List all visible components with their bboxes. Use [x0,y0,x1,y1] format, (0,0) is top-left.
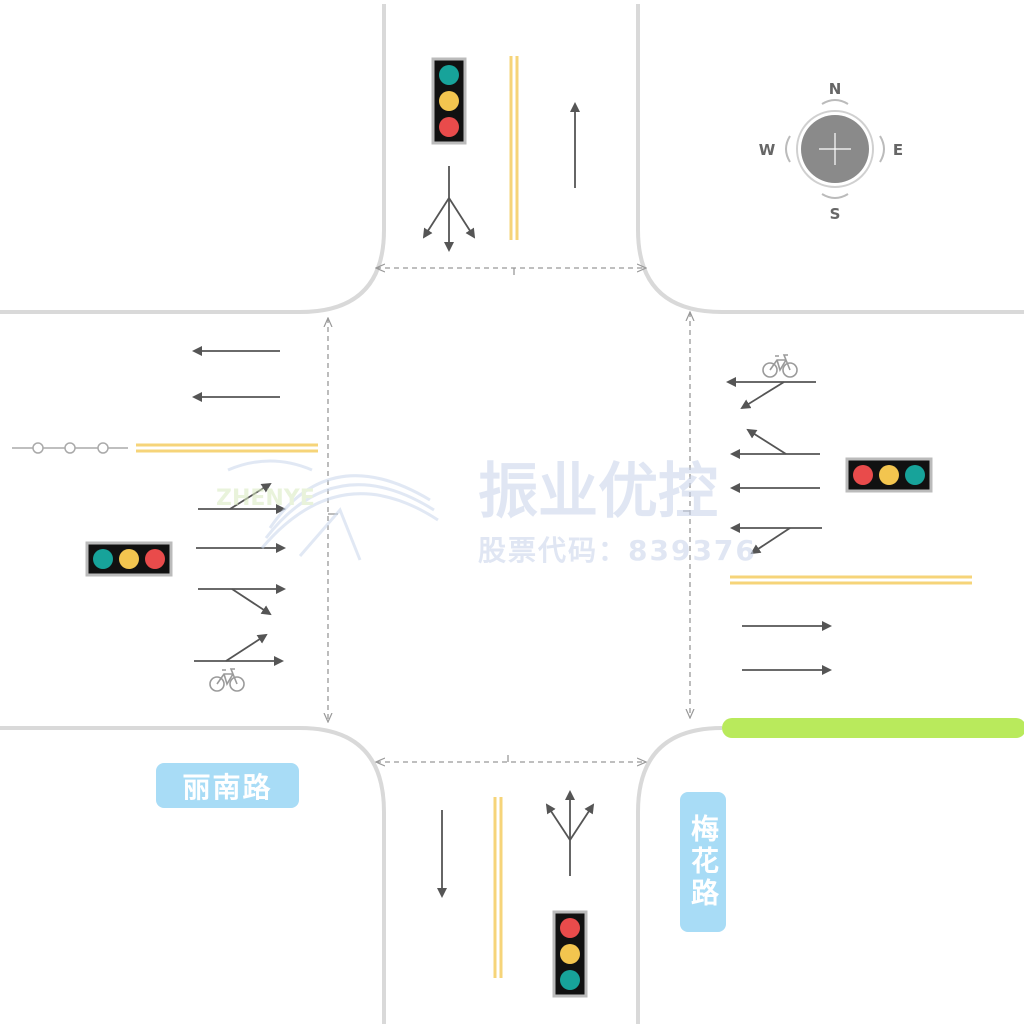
curb-northeast [636,4,1024,314]
arrow-west-lane-4 [194,633,284,666]
watermark-logo [227,459,439,561]
arrow-east-lane-1 [726,377,816,410]
center-lines [136,56,972,978]
road-label-meihua: 梅花路 [680,792,726,932]
compass-icon: N S E W [759,80,903,223]
arrow-west-lane-3 [198,584,286,616]
signal-light-red [145,549,165,569]
curb-southeast [636,726,723,1024]
signal-light-yellow [560,944,580,964]
road-label-linan: 丽南路 [156,763,299,808]
curb-northwest [0,4,386,314]
arrow-north-combo [422,166,476,252]
watermark-logo-text: ZHENYE [216,486,315,511]
crosswalks [328,268,690,762]
road-edges [0,4,1024,1024]
traffic-signal-south [552,910,588,998]
signal-light-yellow [439,91,459,111]
signal-light-yellow [879,465,899,485]
compass-east: E [893,141,903,159]
watermark-stock: 股票代码：839376 [478,534,757,567]
signal-light-teal [93,549,113,569]
signal-light-teal [560,970,580,990]
watermark: ZHENYE 振业优控 股票代码：839376 [216,457,757,567]
signal-light-teal [439,65,459,85]
signal-light-red [439,117,459,137]
bicycle-icon [762,354,798,378]
traffic-signal-north [431,57,467,145]
arrow-east-lane-4 [730,523,822,555]
arrow-east-lane-2 [730,428,820,459]
traffic-signal-west [85,541,173,577]
compass-south: S [830,205,841,223]
bicycle-icon [209,668,245,692]
signal-light-red [853,465,873,485]
signal-light-red [560,918,580,938]
compass-west: W [759,141,776,159]
watermark-name: 振业优控 [478,457,718,527]
loop-detector-icon [12,442,128,454]
signal-light-yellow [119,549,139,569]
signal-light-teal [905,465,925,485]
arrow-west-lane-1 [198,482,286,514]
arrow-south-combo [545,790,595,876]
curb-southwest [0,726,386,1024]
compass-north: N [829,80,842,98]
traffic-signal-east [845,457,933,493]
lane-arrows [192,102,832,898]
